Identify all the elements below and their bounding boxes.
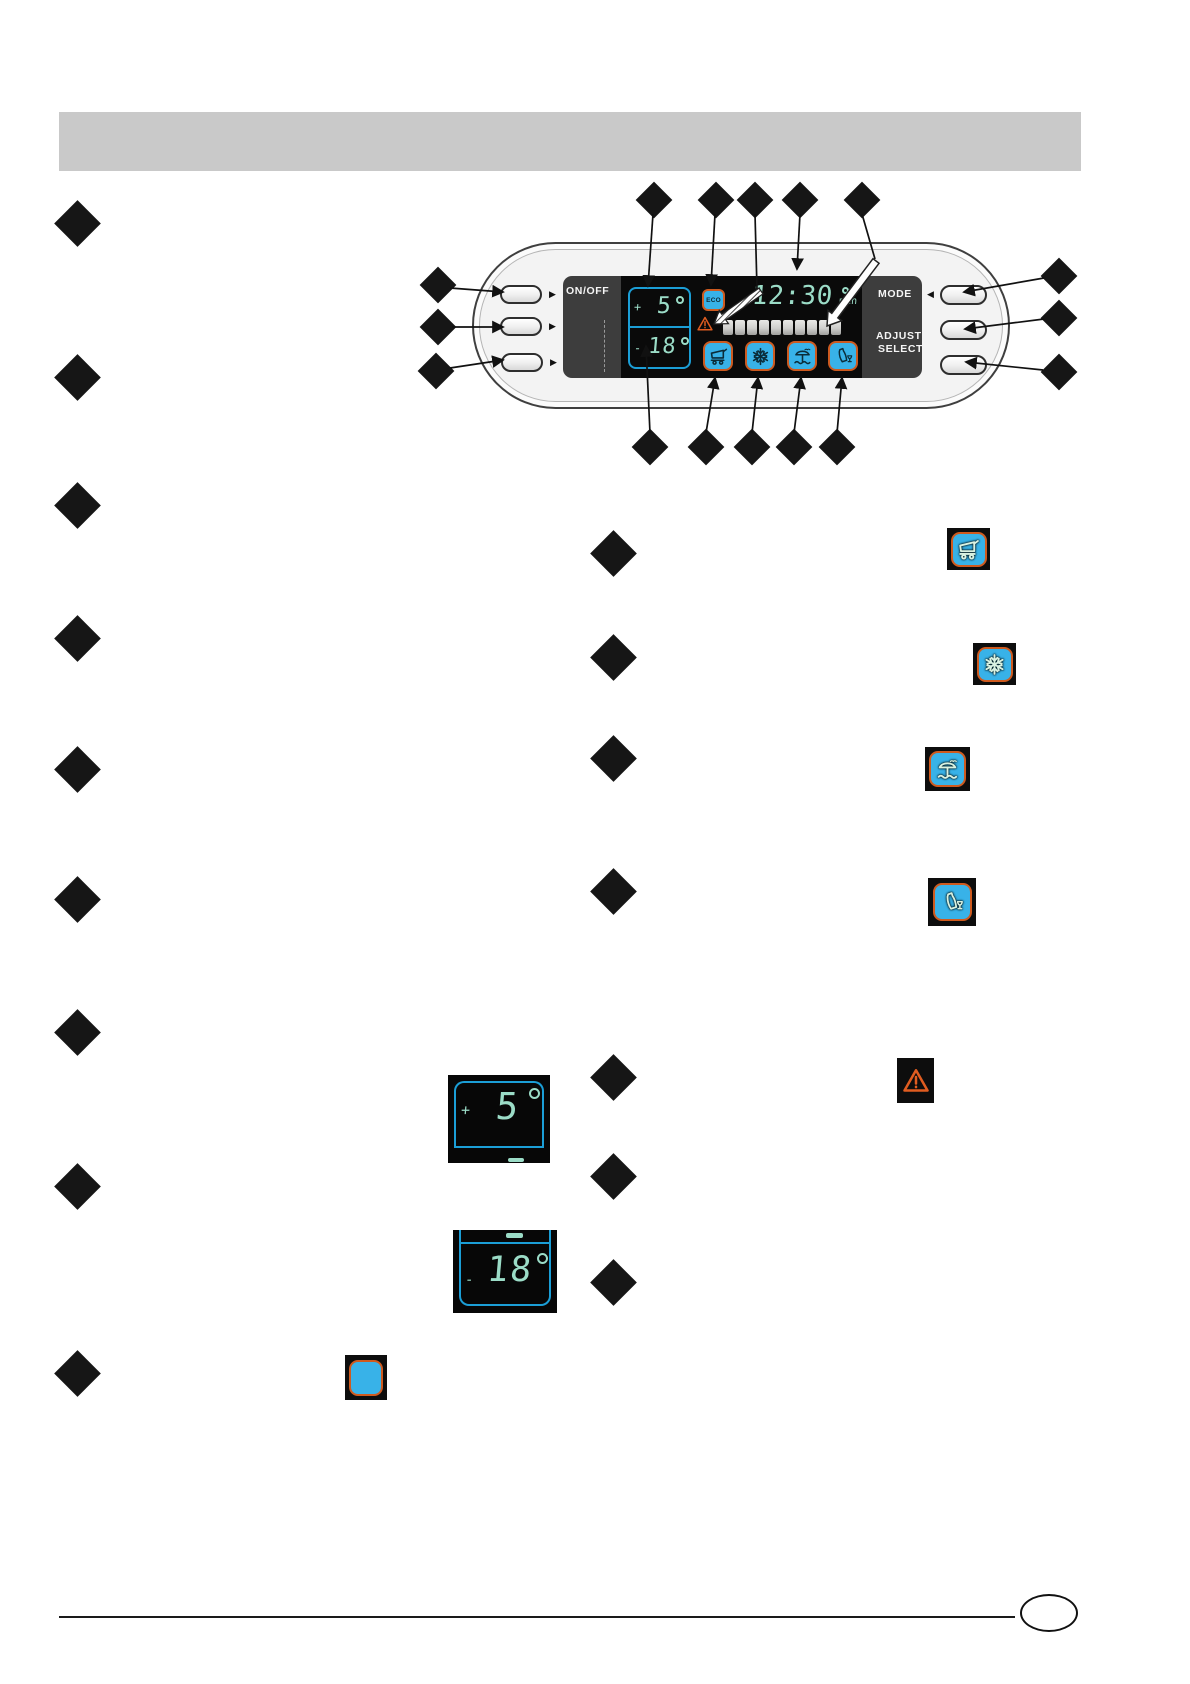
section-bullet [590,1153,637,1200]
callout-diamond [1040,353,1078,391]
freezer-temp-value: 18 [485,1250,535,1290]
snowflake-button[interactable] [745,341,775,371]
callout-diamond [697,181,735,219]
warning-icon [696,315,714,333]
callout-diamond [1040,257,1078,295]
footer-rule [59,1616,1015,1618]
adjust-up-button[interactable] [940,320,987,340]
fridge-display-crop: + 5 [448,1075,550,1163]
warning-legend-icon [897,1058,934,1103]
temperature-display-box [628,287,691,369]
cart-legend-icon [947,528,990,570]
section-bullet [54,482,101,529]
section-bullet [590,868,637,915]
adjust-label: ADJUST [876,330,922,342]
section-bullet [54,876,101,923]
on-off-label: ON/OFF [566,285,610,297]
section-bullet [54,1350,101,1397]
section-bullet [54,615,101,662]
callout-diamond [733,428,771,466]
mode-label: MODE [878,288,912,300]
select-label: SELECT [878,343,924,355]
freezer-temp-button[interactable] [501,353,543,372]
eco-button[interactable]: ECO [702,289,725,311]
freezer-degree-icon [537,1253,548,1264]
callout-diamond [419,308,457,346]
section-bullet [590,530,637,577]
section-bullet [590,1054,637,1101]
timer-value: 12:30 [750,281,835,311]
timer-degree-icon [842,287,849,294]
temperature-display-divider [628,326,691,328]
on-off-button[interactable] [500,285,542,304]
vacation-legend-icon [925,747,970,791]
callout-diamond [1040,299,1078,337]
callout-diamond [417,352,455,390]
freezer-sign: - [633,341,642,355]
right-triangle-icon: ▶ [549,289,556,299]
callout-diamond [736,181,774,219]
right-triangle-icon: ▶ [549,321,556,331]
section-bullet [590,1259,637,1306]
fridge-temp-value: 5 [655,293,673,319]
freezer-sign: - [464,1272,475,1288]
section-bullet [54,354,101,401]
timer-unit: min [838,296,858,307]
callout-diamond [843,181,881,219]
snowflake-legend-icon [973,643,1016,685]
right-triangle-icon: ▶ [550,357,557,367]
callout-diamond [781,181,819,219]
freezer-temp-value: 18 [646,334,678,359]
section-bullet [54,200,101,247]
section-bullet [54,1163,101,1210]
fridge-sign: + [460,1101,471,1119]
fridge-degree-icon [529,1088,540,1099]
callout-diamond [635,181,673,219]
fridge-sign: + [633,300,642,314]
mode-button[interactable] [940,285,987,305]
callout-diamond [631,428,669,466]
left-triangle-icon: ◀ [927,289,934,299]
callout-diamond [775,428,813,466]
timer-bar-graph [723,320,843,335]
bottle-legend-icon [928,878,976,926]
panel-divider [604,320,605,372]
freezer-display-crop: - 18 [453,1230,557,1313]
section-bullet [590,634,637,681]
fridge-degree-icon [676,296,684,304]
section-bullet [590,735,637,782]
vacation-button[interactable] [787,341,817,371]
callout-diamond [818,428,856,466]
bottle-button[interactable] [828,341,858,371]
section-bullet [54,746,101,793]
freezer-degree-icon [681,337,689,345]
fridge-temp-value: 5 [494,1085,521,1128]
section-bullet [54,1009,101,1056]
adjust-down-button[interactable] [940,355,987,375]
cart-button[interactable] [703,341,733,371]
page-number-oval [1020,1594,1078,1632]
blank-blue-legend-icon [345,1355,387,1400]
header-bar [59,112,1081,171]
callout-diamond [687,428,725,466]
callout-diamond [419,266,457,304]
fridge-temp-button[interactable] [500,317,542,336]
